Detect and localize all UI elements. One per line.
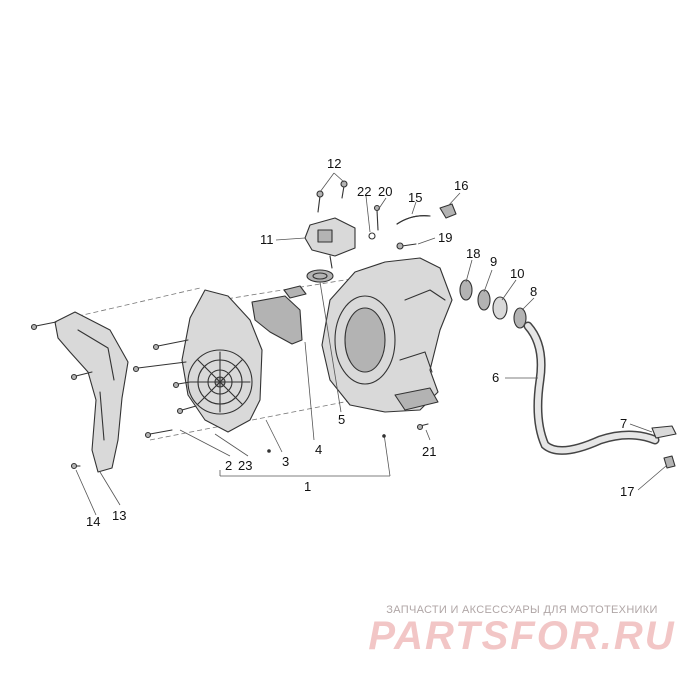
label-8: 8 xyxy=(530,284,537,299)
label-7: 7 xyxy=(620,416,627,431)
bolts-part-12 xyxy=(316,180,348,213)
watermark-logo: PARTSFOR.RU xyxy=(368,614,676,658)
pipe-part-6 xyxy=(523,321,660,455)
label-16: 16 xyxy=(454,178,468,193)
hose-part-15 xyxy=(396,215,431,225)
label-22: 22 xyxy=(357,184,371,199)
bolt-part-17 xyxy=(663,455,676,469)
label-9: 9 xyxy=(490,254,497,269)
label-3: 3 xyxy=(282,454,289,469)
label-18: 18 xyxy=(466,246,480,261)
label-14: 14 xyxy=(86,514,100,529)
screws-misc xyxy=(30,321,429,470)
label-11: 11 xyxy=(260,232,274,247)
clamp-part-8 xyxy=(513,307,527,329)
label-20: 20 xyxy=(378,184,392,199)
clip-part-16 xyxy=(439,203,457,219)
washer-part-22 xyxy=(368,232,376,240)
clamp-part-18 xyxy=(459,279,473,301)
label-21: 21 xyxy=(422,444,436,459)
clamp-part-9 xyxy=(477,289,491,311)
label-2: 2 xyxy=(225,458,232,473)
cooling-shroud-housing xyxy=(321,257,453,413)
screw-part-19 xyxy=(396,242,417,250)
gasket-part-3 xyxy=(251,295,303,345)
seal-part-4 xyxy=(283,285,307,299)
gasket-part-7 xyxy=(651,425,677,439)
fan-cover-part-23 xyxy=(181,289,263,433)
label-17: 17 xyxy=(620,484,634,499)
watermark: ЗАПЧАСТИ И АКСЕССУАРЫ ДЛЯ МОТОТЕХНИКИ PA… xyxy=(362,604,682,659)
label-19: 19 xyxy=(438,230,452,245)
label-13: 13 xyxy=(112,508,126,523)
leader-lines xyxy=(75,172,667,516)
label-5: 5 xyxy=(338,412,345,427)
label-4: 4 xyxy=(315,442,322,457)
part-number-labels: 12 22 20 15 16 11 19 18 9 10 8 6 7 17 21… xyxy=(86,156,634,529)
outer-cover-part-13 xyxy=(54,311,129,473)
label-15: 15 xyxy=(408,190,422,205)
label-23: 23 xyxy=(238,458,252,473)
sleeve-part-10 xyxy=(492,296,508,320)
thermostat-housing-part-11 xyxy=(304,217,356,269)
seal-part-5 xyxy=(306,269,334,283)
label-6: 6 xyxy=(492,370,499,385)
watermark-tagline: ЗАПЧАСТИ И АКСЕССУАРЫ ДЛЯ МОТОТЕХНИКИ xyxy=(386,604,658,616)
label-1: 1 xyxy=(304,479,311,494)
label-12: 12 xyxy=(327,156,341,171)
label-10: 10 xyxy=(510,266,524,281)
